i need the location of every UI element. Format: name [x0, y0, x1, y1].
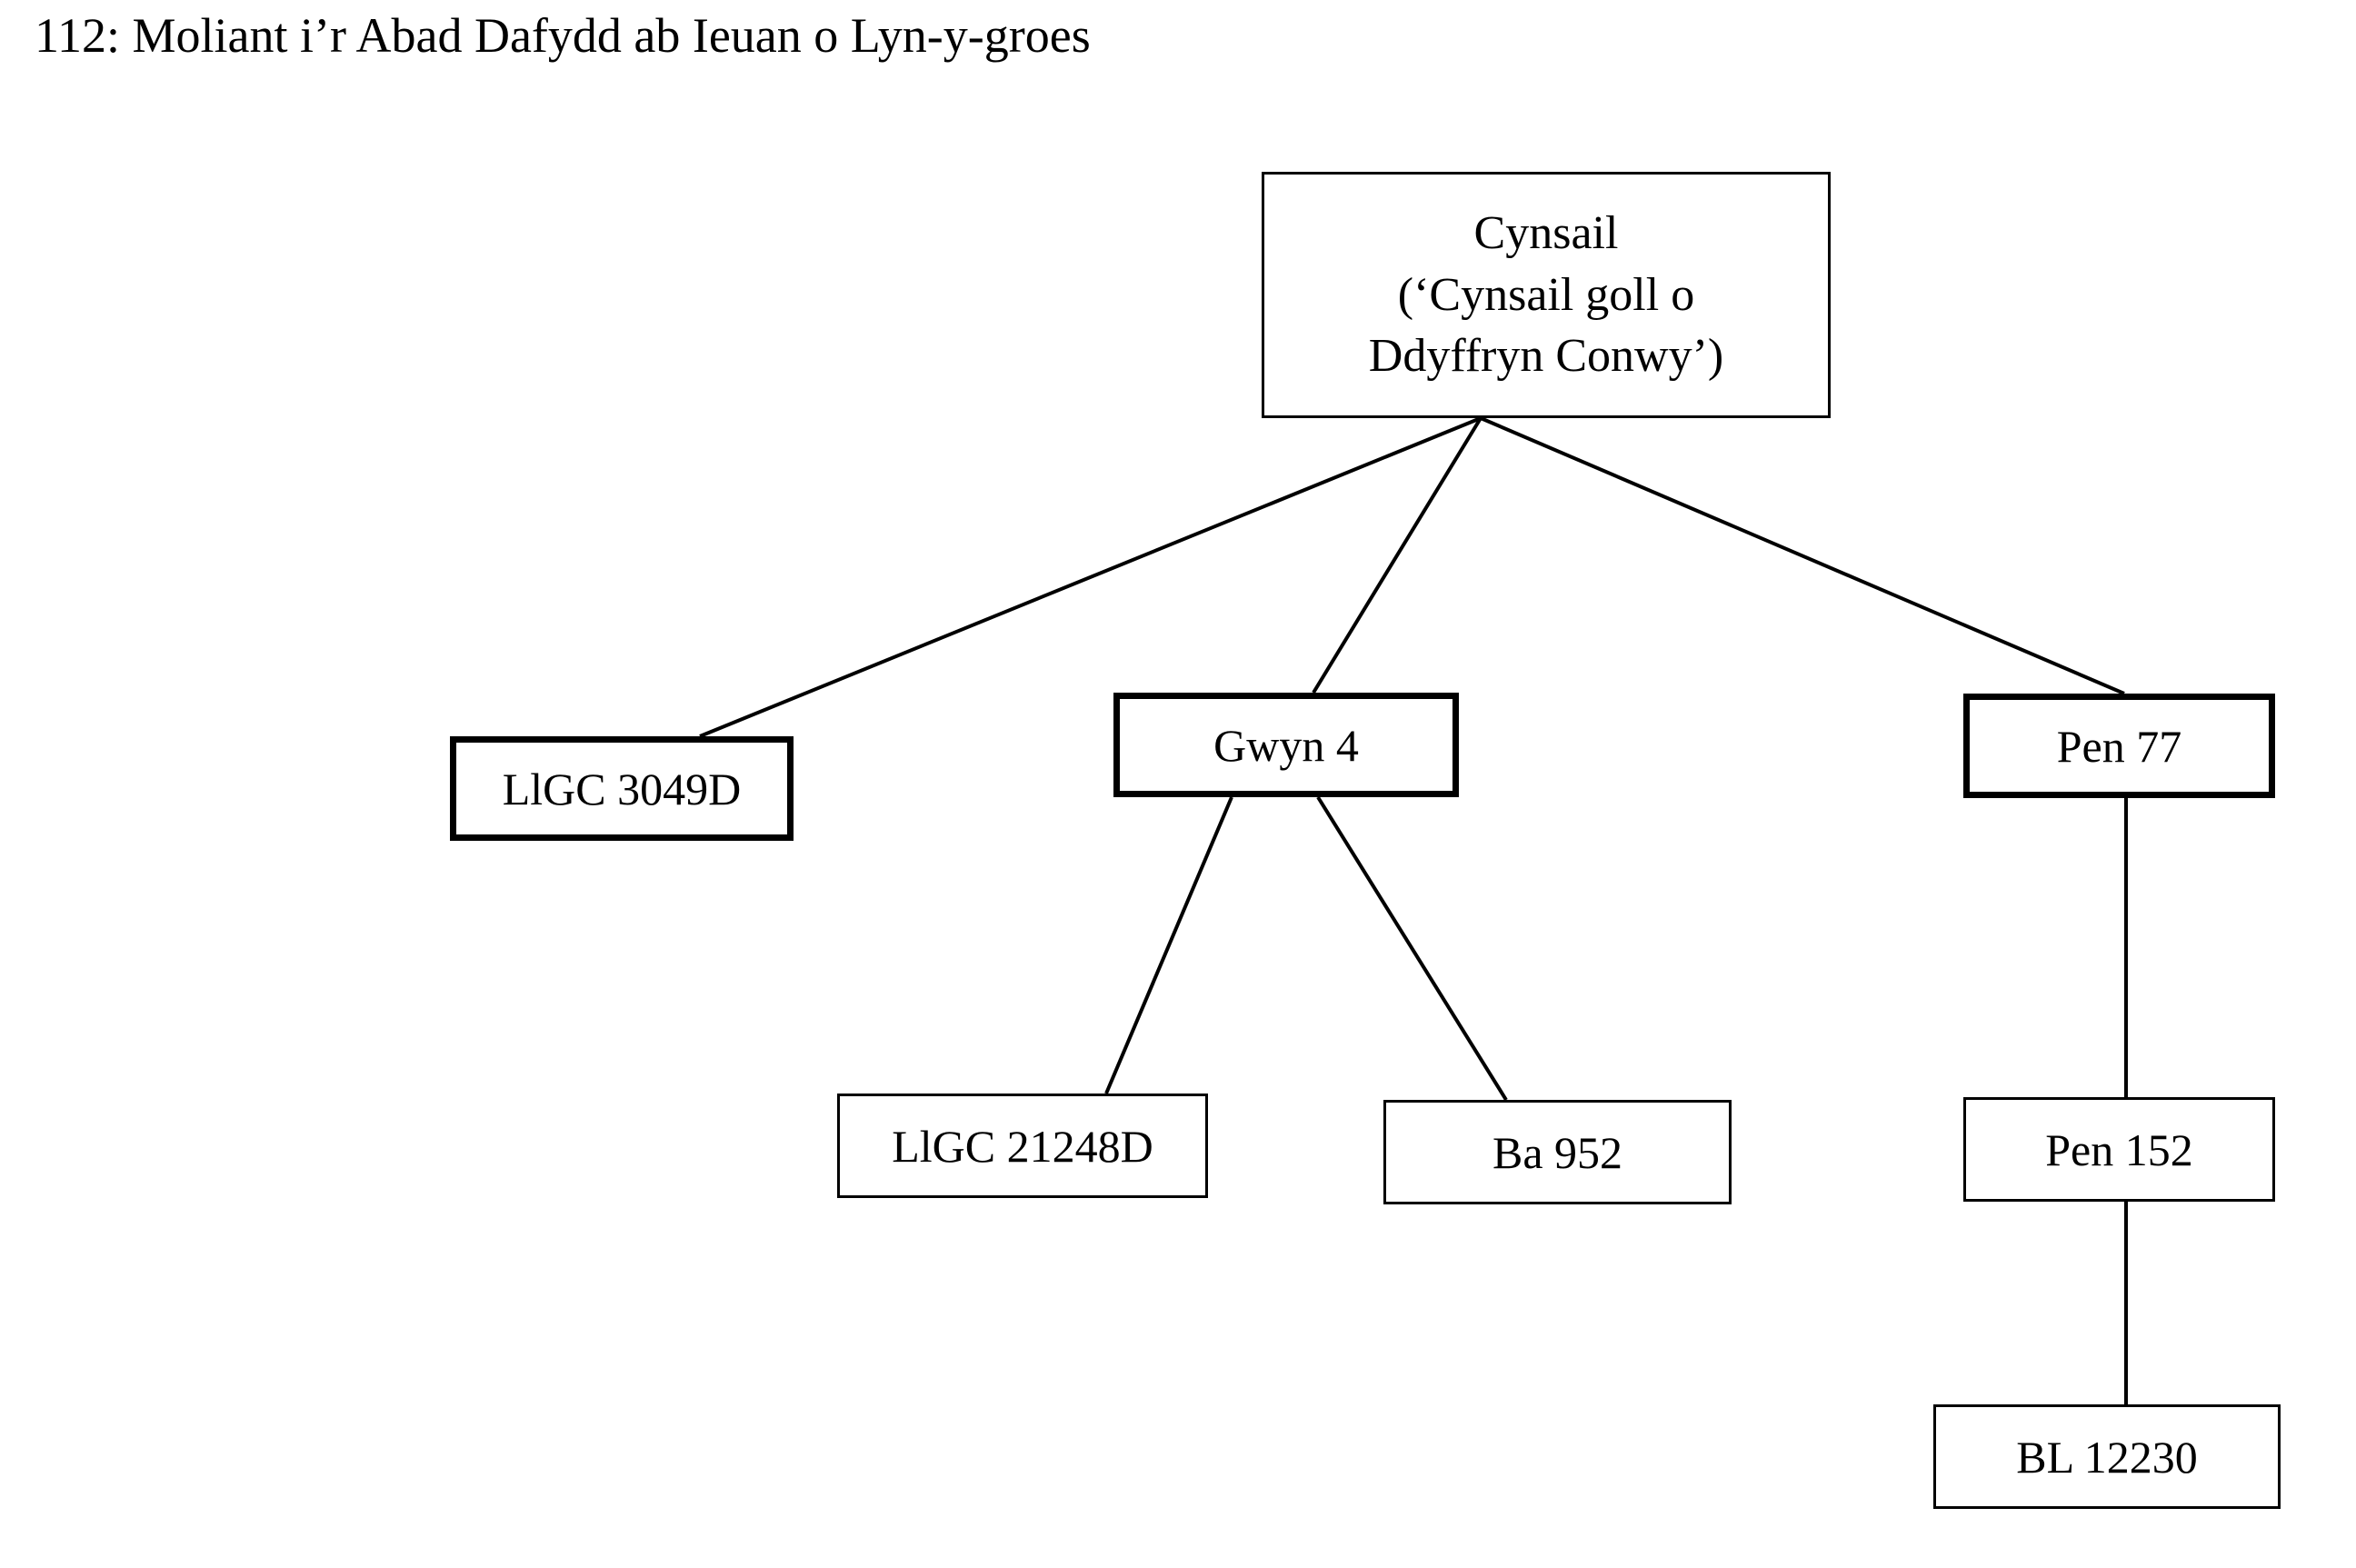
- stemma-node-label: Pen 152: [2045, 1124, 2193, 1175]
- stemma-edge-cynsail-to-gwyn4: [1312, 416, 1482, 694]
- stemma-node-label: Gwyn 4: [1213, 719, 1359, 771]
- stemma-node-label: LlGC 21248D: [892, 1120, 1153, 1172]
- stemma-edge-gwyn4-to-llgc21248d: [1104, 796, 1233, 1094]
- stemma-node-label: LlGC 3049D: [502, 763, 742, 814]
- stemma-node-cynsail: Cynsail (‘Cynsail goll o Ddyffryn Conwy’…: [1262, 172, 1831, 418]
- stemma-edge-gwyn4-to-ba952: [1316, 795, 1508, 1102]
- stemma-edge-cynsail-to-pen77: [1480, 416, 2125, 695]
- stemma-node-label: Cynsail (‘Cynsail goll o Ddyffryn Conwy’…: [1368, 207, 1724, 383]
- stemma-node-gwyn4: Gwyn 4: [1113, 693, 1459, 797]
- stemma-node-llgc3049d: LlGC 3049D: [450, 736, 794, 841]
- stemma-edge-cynsail-to-llgc3049d: [699, 416, 1482, 738]
- stemma-node-bl12230: BL 12230: [1933, 1404, 2281, 1509]
- page-title: 112: Moliant i’r Abad Dafydd ab Ieuan o …: [35, 8, 1091, 63]
- stemma-node-llgc21248d: LlGC 21248D: [837, 1094, 1208, 1198]
- stemma-node-pen77: Pen 77: [1963, 694, 2275, 798]
- stemma-node-pen152: Pen 152: [1963, 1097, 2275, 1202]
- stemma-node-label: Ba 952: [1492, 1126, 1623, 1178]
- stemma-node-label: BL 12230: [2016, 1431, 2198, 1483]
- stemma-node-label: Pen 77: [2056, 720, 2182, 772]
- stemma-node-ba952: Ba 952: [1383, 1100, 1732, 1204]
